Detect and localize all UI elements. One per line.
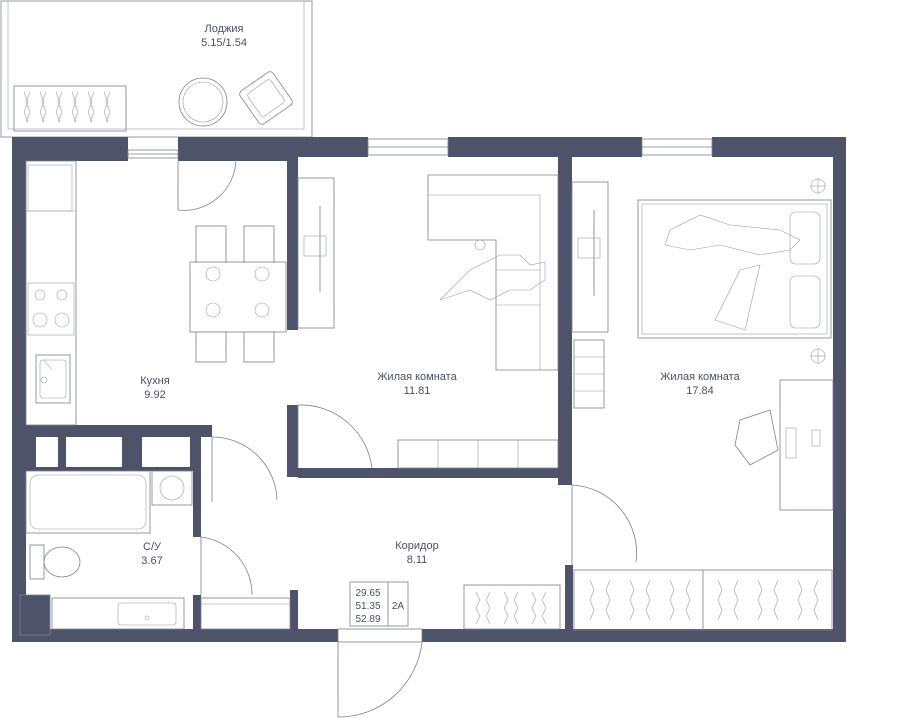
- toilet-icon: [29, 544, 81, 580]
- living2-door[interactable]: [571, 484, 637, 565]
- bathroom: С/У 3.67: [25, 470, 253, 630]
- living1-door[interactable]: [297, 404, 373, 469]
- coat-rack-icon: [463, 584, 561, 630]
- loggia: Лоджия 5.15/1.54: [0, 0, 313, 138]
- corner-sofa-icon: [427, 174, 559, 371]
- apartment-type: 2А: [392, 601, 405, 612]
- stove-icon: [27, 282, 75, 336]
- living2-area: 17.84: [686, 385, 714, 397]
- person-icon: [439, 239, 546, 301]
- round-table-icon: [178, 77, 228, 127]
- kitchen-name: Кухня: [140, 375, 169, 387]
- loggia-door[interactable]: [177, 159, 237, 211]
- tv-stand-icon: [297, 177, 335, 329]
- loggia-name: Лоджия: [205, 23, 244, 35]
- corridor: Коридор 8.11: [200, 436, 561, 718]
- kitchen-area: 9.92: [144, 389, 165, 401]
- armchair-icon: [239, 71, 293, 125]
- living-room-1: Жилая комната 11.81: [297, 174, 559, 469]
- corridor-name: Коридор: [395, 540, 438, 552]
- living-room-2: Жилая комната 17.84: [571, 178, 834, 631]
- dining-table-icon: [189, 225, 287, 363]
- cabinet-icon: [397, 439, 559, 469]
- sink-icon: [35, 354, 71, 404]
- loggia-area: 5.15/1.54: [201, 37, 247, 49]
- living-area: 29.65: [355, 588, 380, 599]
- bathroom-door[interactable]: [200, 536, 253, 596]
- living2-name: Жилая комната: [660, 371, 740, 383]
- kitchen: Кухня 9.92: [25, 159, 287, 426]
- double-bed-icon: [637, 199, 832, 339]
- washbasin-icon: [51, 597, 185, 630]
- usable-area: 51.35: [355, 601, 380, 612]
- desk-icon: [779, 379, 834, 511]
- drying-rack-icon: [23, 91, 111, 123]
- windows: [127, 138, 713, 159]
- corridor-area: 8.11: [407, 554, 428, 566]
- living1-area: 11.81: [404, 385, 431, 397]
- area-summary-box: 29.65 51.35 52.89 2А: [349, 581, 409, 627]
- office-chair-icon: [734, 409, 779, 466]
- shelf-icon: [573, 339, 605, 409]
- living1-name: Жилая комната: [377, 371, 457, 383]
- bathroom-name: С/У: [143, 541, 162, 553]
- total-area: 52.89: [355, 614, 380, 625]
- washing-machine-icon: [151, 470, 193, 506]
- wardrobe-icon: [573, 569, 833, 631]
- tv-stand-icon: [571, 181, 609, 333]
- entrance-door[interactable]: [337, 628, 423, 718]
- bedside-lamp-icon: [810, 178, 826, 364]
- walls: [12, 137, 846, 642]
- bathroom-area: 3.67: [141, 555, 162, 567]
- bathtub-icon: [25, 470, 151, 534]
- kitchen-door[interactable]: [211, 436, 278, 502]
